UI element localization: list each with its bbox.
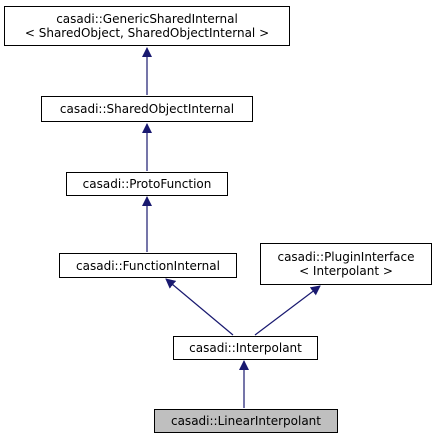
node-plugin-interface-line2: < Interpolant > — [299, 264, 393, 278]
node-shared-object-internal-label: casadi::SharedObjectInternal — [59, 102, 235, 116]
node-function-internal[interactable]: casadi::FunctionInternal — [59, 253, 237, 278]
node-plugin-interface-line1: casadi::PluginInterface — [277, 250, 415, 264]
edge-interpolant-to-function — [165, 278, 234, 336]
node-function-internal-label: casadi::FunctionInternal — [76, 258, 220, 273]
node-interpolant[interactable]: casadi::Interpolant — [173, 336, 318, 360]
node-generic-shared-internal-line2: < SharedObject, SharedObjectInternal > — [24, 26, 270, 40]
node-proto-function[interactable]: casadi::ProtoFunction — [66, 172, 228, 196]
node-linear-interpolant[interactable]: casadi::LinearInterpolant — [154, 409, 338, 433]
node-linear-interpolant-label: casadi::LinearInterpolant — [170, 414, 321, 428]
node-shared-object-internal[interactable]: casadi::SharedObjectInternal — [41, 96, 253, 122]
node-plugin-interface[interactable]: casadi::PluginInterface < Interpolant > — [260, 243, 432, 285]
node-interpolant-label: casadi::Interpolant — [189, 341, 302, 355]
node-proto-function-label: casadi::ProtoFunction — [82, 177, 212, 191]
node-generic-shared-internal[interactable]: casadi::GenericSharedInternal < SharedOb… — [4, 6, 290, 46]
edge-interpolant-to-plugin — [254, 285, 321, 336]
node-generic-shared-internal-line1: casadi::GenericSharedInternal — [56, 12, 238, 26]
